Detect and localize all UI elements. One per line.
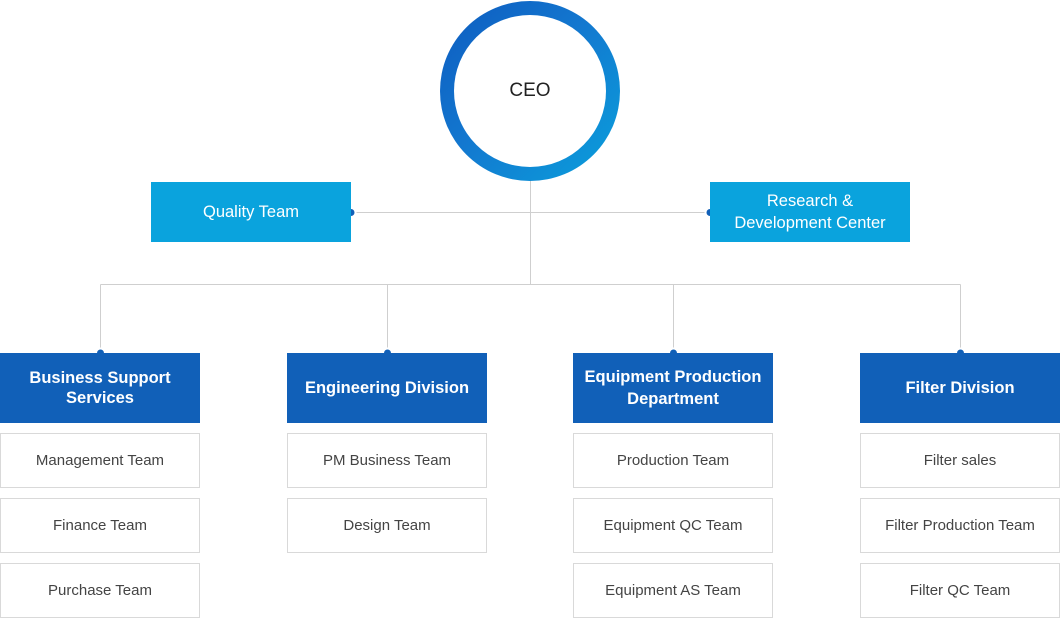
division-column-equipment: Equipment Production Department Producti… [573, 353, 773, 618]
team-box: Design Team [287, 498, 487, 553]
division-column-business: Business Support Services Management Tea… [0, 353, 200, 618]
team-box: Finance Team [0, 498, 200, 553]
team-box: PM Business Team [287, 433, 487, 488]
quality-team-box: Quality Team [151, 182, 351, 242]
research-center-box: Research & Development Center [710, 182, 910, 242]
team-box: Filter sales [860, 433, 1060, 488]
team-box: Production Team [573, 433, 773, 488]
team-box: Management Team [0, 433, 200, 488]
quality-team-label: Quality Team [203, 203, 299, 221]
team-box: Filter Production Team [860, 498, 1060, 553]
team-box: Equipment AS Team [573, 563, 773, 618]
team-box: Filter QC Team [860, 563, 1060, 618]
division-header: Business Support Services [0, 353, 200, 423]
division-header: Equipment Production Department [573, 353, 773, 423]
division-header: Filter Division [860, 353, 1060, 423]
ceo-node: CEO [440, 1, 620, 181]
team-box: Purchase Team [0, 563, 200, 618]
division-column-filter: Filter Division Filter sales Filter Prod… [860, 353, 1060, 618]
division-title: Equipment Production Department [584, 368, 762, 408]
ceo-label: CEO [454, 15, 606, 167]
team-box: Equipment QC Team [573, 498, 773, 553]
division-column-engineering: Engineering Division PM Business Team De… [287, 353, 487, 553]
research-center-label: Research & Development Center [734, 192, 886, 232]
division-title: Filter Division [905, 379, 1015, 397]
division-title: Engineering Division [304, 379, 470, 397]
division-header: Engineering Division [287, 353, 487, 423]
division-title: Business Support Services [29, 369, 171, 407]
